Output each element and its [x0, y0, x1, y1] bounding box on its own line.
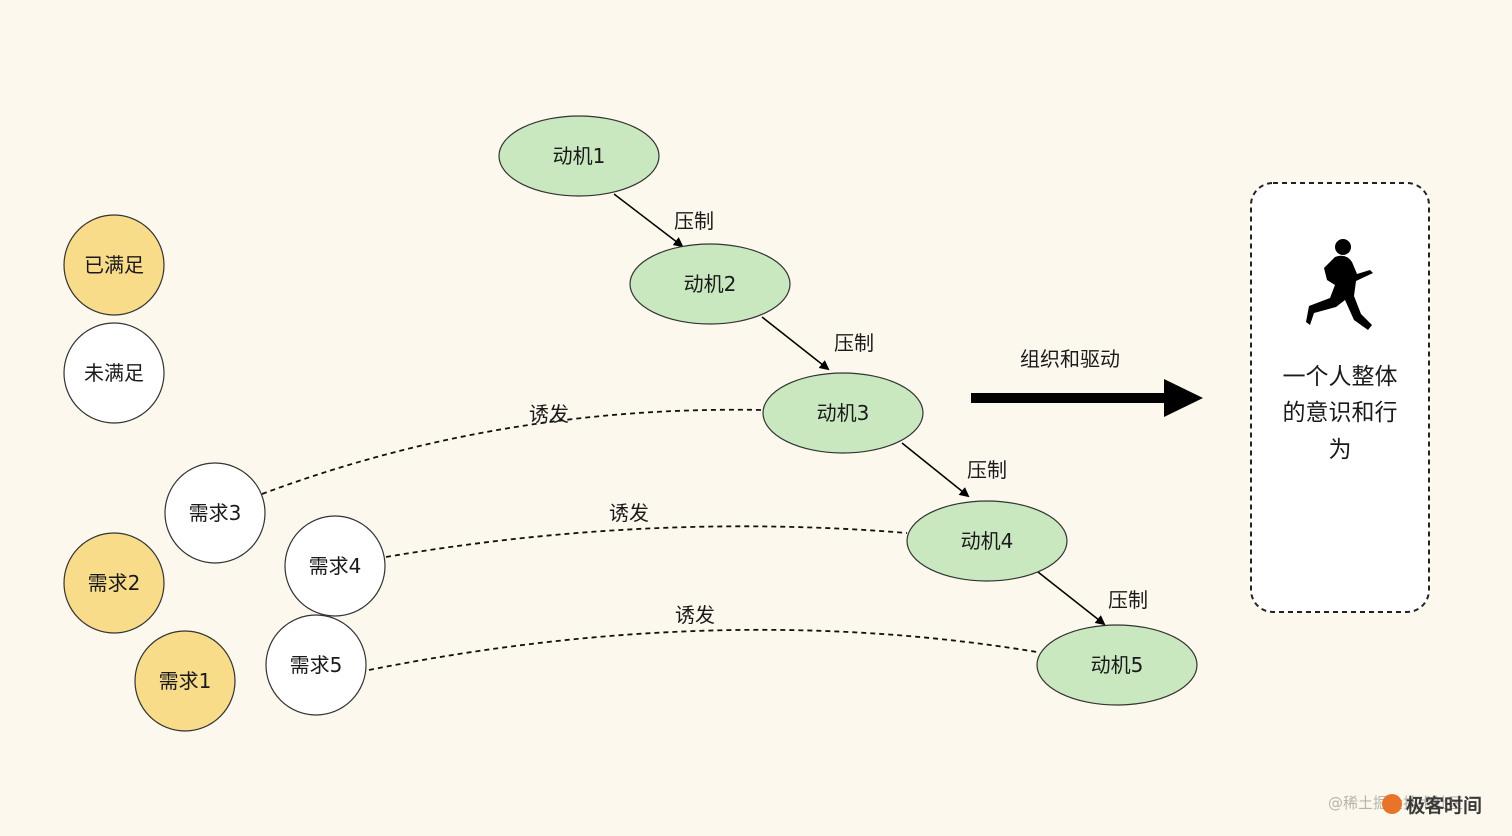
legend-satisfied: 已满足	[63, 214, 165, 316]
suppress-arrow-3-4	[901, 442, 970, 498]
legend-satisfied-circle	[63, 214, 165, 316]
suppress-label-4: 压制	[1108, 588, 1148, 612]
legend: 已满足 未满足	[63, 214, 165, 424]
motive-3-label: 动机3	[817, 401, 870, 425]
result-panel: 一个人整体 的意识和行 为	[1250, 182, 1430, 613]
need-4-label: 需求4	[309, 554, 362, 578]
result-line-1: 一个人整体	[1283, 364, 1398, 390]
motive-2-label: 动机2	[684, 272, 737, 296]
need-4-shape	[284, 515, 386, 617]
motive-node-5: 动机5	[1036, 624, 1198, 706]
need-2-shape	[63, 532, 165, 634]
legend-unsatisfied-circle	[63, 322, 165, 424]
suppress-label-3: 压制	[967, 458, 1007, 482]
suppress-label-2: 压制	[834, 331, 874, 355]
watermark-brand: 极客时间	[1406, 794, 1482, 817]
trigger-edges: 诱发 诱发 诱发	[261, 402, 1038, 671]
motive-5-shape	[1036, 624, 1198, 706]
need-3-shape	[164, 462, 266, 564]
need-5-shape	[265, 614, 367, 716]
trigger-label-4: 诱发	[609, 501, 649, 525]
running-person-icon	[1306, 239, 1373, 330]
suppress-edges: 压制 压制 压制 压制	[613, 193, 1148, 626]
motive-node-2: 动机2	[629, 243, 791, 325]
suppress-arrow-2-3	[761, 316, 830, 371]
motive-1-label: 动机1	[553, 144, 606, 168]
need-2-label: 需求2	[88, 571, 141, 595]
motive-4-label: 动机4	[961, 529, 1014, 553]
legend-unsatisfied-label: 未满足	[84, 361, 144, 385]
suppress-arrow-1-2	[613, 193, 684, 248]
need-1-shape	[134, 630, 236, 732]
legend-satisfied-label: 已满足	[84, 253, 144, 277]
motive-3-shape	[762, 372, 924, 454]
result-line-3: 为	[1329, 437, 1352, 463]
trigger-edge-need3-motive3	[261, 408, 764, 495]
suppress-arrow-4-5	[1037, 571, 1106, 626]
motive-1-shape	[498, 115, 660, 197]
drive-arrow-shaft	[971, 393, 1171, 403]
motive-4-shape	[906, 500, 1068, 582]
drive-label: 组织和驱动	[1020, 347, 1120, 371]
need-1-label: 需求1	[159, 669, 212, 693]
legend-unsatisfied: 未满足	[63, 322, 165, 424]
need-3-label: 需求3	[189, 501, 242, 525]
need-node-4: 需求4	[284, 515, 386, 617]
trigger-edge-need5-motive5	[368, 628, 1038, 671]
result-line-2: 的意识和行	[1283, 400, 1398, 426]
motive-node-4: 动机4	[906, 500, 1068, 582]
result-panel-box	[1250, 182, 1430, 613]
need-5-label: 需求5	[290, 653, 343, 677]
motive-2-shape	[629, 243, 791, 325]
need-node-2: 需求2	[63, 532, 165, 634]
need-node-5: 需求5	[265, 614, 367, 716]
motive-nodes: 动机1 动机2 动机3 动机4 动机5	[498, 115, 1198, 706]
motive-node-3: 动机3	[762, 372, 924, 454]
suppress-label-1: 压制	[674, 209, 714, 233]
drive-arrow-head	[1164, 379, 1203, 417]
need-node-3: 需求3	[164, 462, 266, 564]
motive-5-label: 动机5	[1091, 653, 1144, 677]
trigger-edge-need4-motive4	[385, 525, 908, 558]
watermark: @稀土掘金技术社区 极客时间	[1328, 794, 1482, 817]
brand-logo-icon	[1382, 794, 1402, 814]
need-node-1: 需求1	[134, 630, 236, 732]
trigger-label-5: 诱发	[675, 603, 715, 627]
drive-arrow: 组织和驱动	[971, 347, 1203, 417]
motive-node-1: 动机1	[498, 115, 660, 197]
need-nodes: 需求3 需求2 需求4 需求5 需求1	[63, 462, 386, 732]
trigger-label-3: 诱发	[529, 402, 569, 426]
